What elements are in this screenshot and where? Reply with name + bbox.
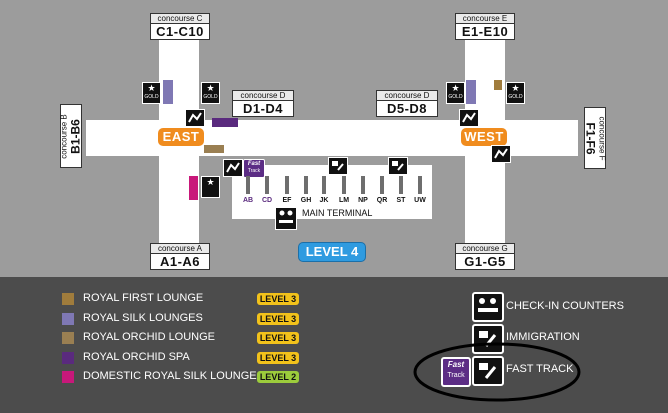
gate-label: LM (338, 197, 350, 204)
legend-icon-label: FAST TRACK (506, 363, 574, 375)
immigration-icon (459, 109, 479, 127)
gate-bar (418, 176, 422, 194)
legend-swatch (62, 293, 74, 305)
legend-swatch (62, 351, 74, 364)
gold-star-badge-icon: ★ GOLD (506, 82, 525, 104)
west-area-tag: WEST (461, 128, 507, 146)
gate-bar (304, 176, 308, 194)
fast-track-icon (388, 157, 408, 175)
gate-bar (380, 176, 384, 194)
gate-label: UW (414, 197, 426, 204)
check-in-counter-icon (275, 207, 297, 230)
royal-first-lounge-block (494, 80, 502, 90)
gold-star-badge-icon: ★ GOLD (446, 82, 465, 104)
east-area-tag: EAST (158, 128, 204, 146)
royal-silk-lounge-c-block (163, 80, 173, 104)
legend-swatch (62, 312, 74, 325)
gold-star-badge-icon: ★ GOLD (142, 82, 161, 104)
fast-track-highlight-ellipse (413, 342, 581, 402)
legend-level-badge: LEVEL 3 (257, 293, 299, 305)
fast-track-icon: Fast Track (243, 159, 265, 178)
legend-label: ROYAL ORCHID LOUNGE (83, 331, 216, 343)
star-badge-icon: ★ (201, 176, 220, 198)
immigration-icon (185, 109, 205, 127)
gold-star-badge-icon: ★ GOLD (201, 82, 220, 104)
gate-label: ST (396, 197, 406, 204)
level-4-tag: LEVEL 4 (298, 242, 366, 262)
gate-label: JK (319, 197, 329, 204)
gate-bar (322, 176, 326, 194)
immigration-icon (472, 324, 504, 354)
legend-swatch (62, 332, 74, 344)
immigration-icon (491, 145, 511, 163)
legend-level-badge: LEVEL 3 (257, 332, 299, 344)
legend-level-badge: LEVEL 2 (257, 371, 299, 383)
gate-bar (361, 176, 365, 194)
gate-label: GH (300, 197, 312, 204)
domestic-royal-silk-lounge-block (189, 176, 198, 200)
royal-orchid-lounge-block (204, 145, 224, 153)
gate-label: AB (242, 197, 254, 204)
fast-track-icon (328, 157, 348, 175)
fast-track-icon (472, 356, 504, 386)
gate-label: EF (282, 197, 292, 204)
fast-track-icon: Fast Track (441, 357, 471, 387)
gate-bar (342, 176, 346, 194)
main-terminal-label: MAIN TERMINAL (302, 208, 373, 218)
gate-label: CD (261, 197, 273, 204)
legend-label: DOMESTIC ROYAL SILK LOUNGE (83, 370, 257, 382)
gate-label: QR (376, 197, 388, 204)
legend-level-badge: LEVEL 3 (257, 351, 299, 364)
legend-label: ROYAL SILK LOUNGES (83, 311, 203, 324)
royal-silk-lounge-e-block (466, 80, 476, 104)
royal-orchid-spa-block (212, 118, 238, 127)
legend-icon-label: IMMIGRATION (506, 331, 580, 343)
legend-level-badge: LEVEL 3 (257, 312, 299, 325)
legend-label: ROYAL FIRST LOUNGE (83, 292, 204, 304)
gate-bar (246, 176, 250, 194)
gate-bar (285, 176, 289, 194)
check-in-counter-icon (472, 292, 504, 322)
immigration-icon (223, 159, 243, 177)
gate-bar (265, 176, 269, 194)
legend-icon-label: CHECK-IN COUNTERS (506, 300, 624, 312)
legend-label: ROYAL ORCHID SPA (83, 350, 190, 363)
gate-label: NP (358, 197, 368, 204)
gate-bar (399, 176, 403, 194)
legend-swatch (62, 371, 74, 383)
